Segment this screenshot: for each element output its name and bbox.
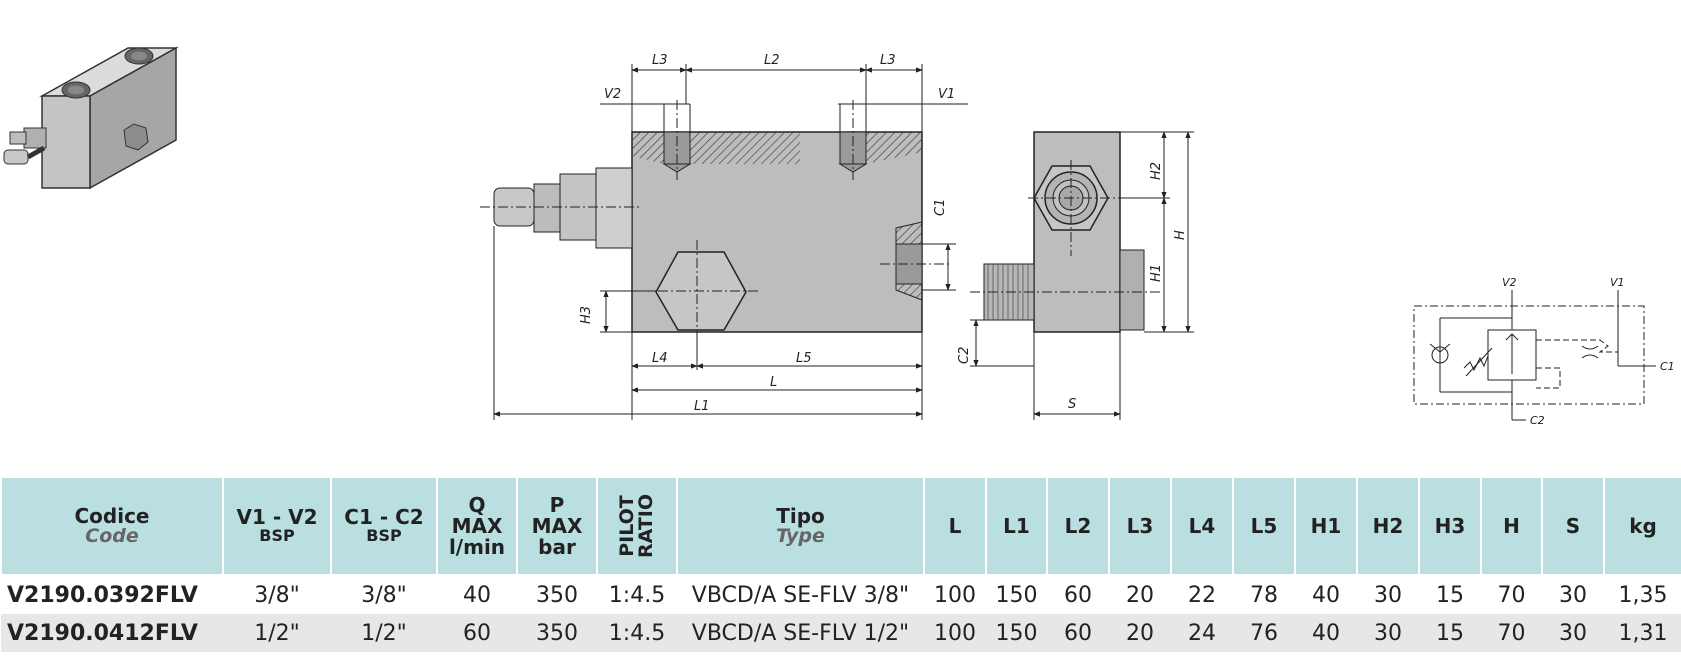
dim-h1: H1 [1149, 264, 1164, 282]
header-l1: L1 [985, 476, 1048, 576]
cell-h2: 30 [1357, 614, 1419, 652]
cell-l1: 150 [986, 614, 1047, 652]
dim-v2: V2 [604, 87, 621, 102]
dim-l1: L1 [694, 399, 710, 414]
cell-l2: 60 [1064, 582, 1092, 608]
cell-l4: 22 [1188, 582, 1216, 608]
schematic-labels: V2 V1 C1 C2 [1502, 276, 1675, 427]
dim-l3-left: L3 [652, 53, 668, 68]
header-l: L [923, 476, 987, 576]
dim-l4: L4 [652, 351, 668, 366]
cell-p-max: 350 [536, 582, 578, 608]
dim-h: H [1173, 230, 1188, 240]
cell-h: 70 [1481, 614, 1542, 652]
cell-l: 100 [924, 614, 986, 652]
front-section-view-icon [480, 100, 950, 342]
cell-l3: 20 [1126, 582, 1154, 608]
dimension-labels-side: H2 H1 H C2 S [957, 162, 1188, 412]
header-h3: H3 [1418, 476, 1482, 576]
header-h1: H1 [1294, 476, 1358, 576]
header-s: S [1541, 476, 1605, 576]
cell-type: VBCD/A SE-FLV 3/8" [691, 582, 910, 608]
cell-l5: 76 [1233, 614, 1295, 652]
dim-l2: L2 [764, 53, 780, 68]
cell-q-max: 40 [463, 582, 491, 608]
cell-s: 30 [1559, 582, 1587, 608]
cell-p-max: 350 [517, 614, 597, 652]
cell-h3: 15 [1419, 614, 1481, 652]
dim-l5: L5 [796, 351, 812, 366]
cell-l: 100 [934, 582, 976, 608]
header-l5: L5 [1232, 476, 1296, 576]
cell-l5: 78 [1250, 582, 1278, 608]
cell-c1-c2: 1/2" [331, 614, 437, 652]
header-kg: kg [1603, 476, 1681, 576]
dim-h2: H2 [1149, 162, 1164, 180]
cell-h1: 40 [1295, 614, 1357, 652]
dim-c1: C1 [933, 199, 948, 216]
header-l3: L3 [1108, 476, 1172, 576]
cell-h: 70 [1497, 582, 1526, 608]
cell-h2: 30 [1374, 582, 1402, 608]
cell-code: V2190.0392FLV [7, 582, 198, 608]
header-l2: L2 [1046, 476, 1110, 576]
schematic-v1: V1 [1610, 276, 1625, 289]
cell-h3: 15 [1436, 582, 1464, 608]
table-row: V2190.0412FLV 1/2" 1/2" 60 350 1:4.5 VBC… [1, 614, 1681, 652]
cell-kg: 1,31 [1604, 614, 1681, 652]
cell-l1: 150 [995, 582, 1038, 608]
cell-s: 30 [1542, 614, 1604, 652]
dim-c2: C2 [957, 347, 972, 364]
cell-pilot-ratio: 1:4.5 [608, 582, 666, 608]
hydraulic-schematic-icon [1413, 290, 1656, 421]
cell-pilot-ratio: 1:4.5 [597, 614, 677, 652]
schematic-c2: C2 [1530, 414, 1545, 427]
cell-q-max: 60 [437, 614, 517, 652]
dim-l: L [770, 375, 777, 390]
cell-h1: 40 [1312, 582, 1340, 608]
cell-c1-c2: 3/8" [361, 582, 407, 608]
cell-kg: 1,35 [1618, 582, 1668, 608]
schematic-c1: C1 [1660, 360, 1675, 373]
cell-code: V2190.0412FLV [1, 614, 223, 652]
dimension-labels-front: L3 L2 L3 V2 V1 C1 H3 L4 L5 L L1 [579, 53, 955, 414]
dim-h3: H3 [579, 306, 594, 324]
cell-l2: 60 [1047, 614, 1109, 652]
cell-v1-v2: 1/2" [223, 614, 331, 652]
schematic-v2: V2 [1502, 276, 1517, 289]
dim-s: S [1068, 397, 1076, 412]
dim-v1: V1 [938, 87, 955, 102]
dimension-lines-front [493, 64, 968, 420]
cell-type: VBCD/A SE-FLV 1/2" [677, 614, 924, 652]
table-row: V2190.0392FLV 3/8" 3/8" 40 350 1:4.5 VBC… [1, 575, 1681, 614]
cell-l3: 20 [1109, 614, 1171, 652]
header-l4: L4 [1170, 476, 1234, 576]
valve-3d-view-icon [3, 46, 179, 190]
dimension-lines-side [970, 131, 1194, 420]
cell-l4: 24 [1171, 614, 1233, 652]
header-h: H [1480, 476, 1543, 576]
dim-l3-right: L3 [880, 53, 896, 68]
header-h2: H2 [1356, 476, 1420, 576]
side-view-icon [970, 131, 1160, 333]
technical-drawing: L3 L2 L3 V2 V1 C1 H3 L4 L5 L L1 [3, 46, 1675, 427]
cell-v1-v2: 3/8" [254, 582, 300, 608]
